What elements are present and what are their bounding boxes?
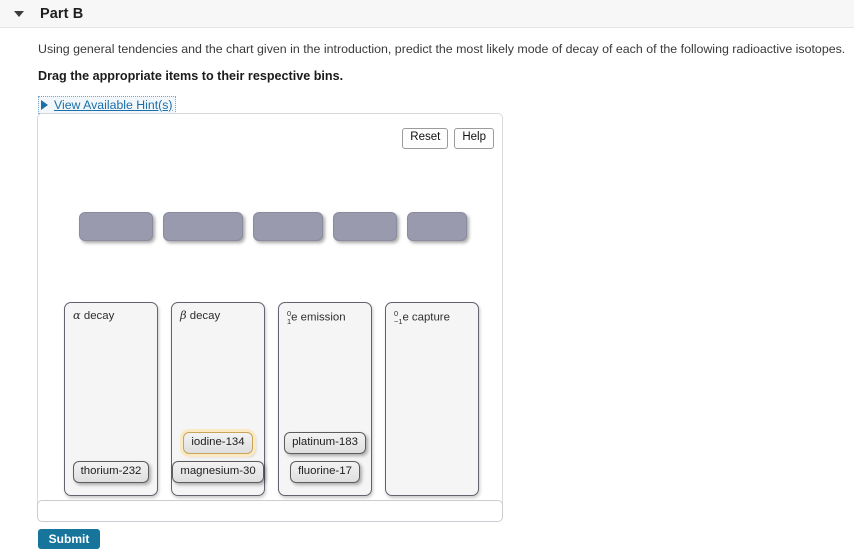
greek-symbol-icon: β (180, 308, 187, 322)
draggable-chip-iodine-134[interactable]: iodine-134 (183, 431, 253, 454)
empty-slot-3[interactable] (253, 212, 323, 241)
drag-drop-activity-panel: Reset Help α decay thorium-232 β decay magn… (37, 113, 503, 520)
triangle-right-icon (41, 99, 48, 110)
reset-button[interactable]: Reset (402, 128, 449, 149)
bin-alpha-decay[interactable]: α decay thorium-232 (64, 302, 158, 496)
nuclide-notation: 0−1 (394, 309, 403, 326)
prompt-text-primary: Using general tendencies and the chart g… (38, 42, 846, 56)
prompt-text-instruction: Drag the appropriate items to their resp… (38, 68, 344, 83)
empty-slot-2[interactable] (163, 212, 243, 241)
submit-button[interactable]: Submit (38, 529, 100, 549)
empty-slot-1[interactable] (79, 212, 153, 241)
bin-beta-decay[interactable]: β decay magnesium-30 iodine-134 (171, 302, 265, 496)
bin-label-beta-decay: β decay (180, 308, 221, 322)
bin-label-alpha-decay: α decay (73, 308, 115, 322)
part-header: Part B (0, 0, 854, 28)
view-hints-link[interactable]: View Available Hint(s) (38, 95, 177, 114)
panel-toolbar: Reset Help (402, 128, 494, 149)
draggable-chip-fluorine-17[interactable]: fluorine-17 (290, 460, 360, 483)
bin-items-alpha-decay: thorium-232 (65, 460, 157, 483)
help-button[interactable]: Help (454, 128, 494, 149)
empty-slot-5[interactable] (407, 212, 467, 241)
hint-row: View Available Hint(s) (38, 95, 854, 115)
triangle-down-icon[interactable] (14, 10, 24, 17)
view-hints-label: View Available Hint(s) (54, 97, 173, 112)
prompt-block: Using general tendencies and the chart g… (0, 28, 854, 115)
draggable-chip-magnesium-30[interactable]: magnesium-30 (172, 460, 264, 483)
bins-row: α decay thorium-232 β decay magnesium-30 iod… (64, 302, 479, 496)
greek-symbol-icon: α (73, 308, 81, 322)
empty-slot-4[interactable] (333, 212, 397, 241)
draggable-chip-platinum-183[interactable]: platinum-183 (284, 431, 366, 454)
answer-input[interactable] (37, 500, 503, 522)
empty-slot-row (79, 212, 467, 241)
page-title: Part B (40, 5, 84, 22)
draggable-chip-thorium-232[interactable]: thorium-232 (72, 460, 150, 483)
bin-items-positron-emission: fluorine-17 platinum-183 (279, 431, 371, 483)
bin-items-beta-decay: magnesium-30 iodine-134 (172, 431, 264, 483)
